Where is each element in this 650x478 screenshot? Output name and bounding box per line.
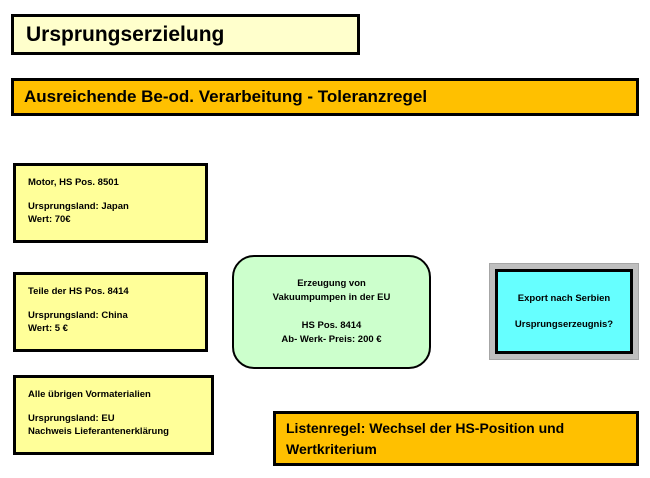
material-box-uebrige-vormaterialien: Alle übrigen Vormaterialien Ursprungslan… — [13, 375, 214, 455]
material-box-motor-line3: Wert: 70€ — [28, 213, 71, 225]
slide-title-text: Ursprungserzielung — [26, 22, 225, 46]
export-box-line1: Export nach Serbien — [517, 292, 611, 304]
export-box-frame: Export nach Serbien Ursprungserzeugnis? — [489, 263, 639, 360]
export-box-line2: Ursprungserzeugnis? — [514, 319, 614, 330]
material-box-motor-line1: Motor, HS Pos. 8501 — [28, 177, 119, 188]
process-box-line2: Vakuumpumpen in der EU — [272, 292, 391, 304]
slide-subtitle-text: Ausreichende Be-od. Verarbeitung - Toler… — [24, 86, 428, 106]
slide-subtitle-bar: Ausreichende Be-od. Verarbeitung - Toler… — [11, 78, 639, 116]
spacer — [28, 299, 205, 310]
process-box-line3: HS Pos. 8414 — [301, 319, 362, 331]
material-box-motor: Motor, HS Pos. 8501 Ursprungsland: Japan… — [13, 163, 208, 243]
material-box-teile-line1: Teile der HS Pos. 8414 — [28, 286, 129, 297]
material-box-teile: Teile der HS Pos. 8414 Ursprungsland: Ch… — [13, 272, 208, 352]
process-box-line1: Erzeugung von — [297, 278, 366, 289]
rule-box-line2: Wertkriterium — [286, 440, 377, 457]
material-box-motor-line2: Ursprungsland: Japan — [28, 200, 129, 212]
slide-title-box: Ursprungserzielung — [11, 14, 360, 55]
spacer — [28, 402, 211, 413]
material-box-teile-line3: Wert: 5 € — [28, 322, 68, 334]
rule-box-line1: Listenregel: Wechsel der HS-Position und — [286, 420, 565, 437]
rule-box-listenregel: Listenregel: Wechsel der HS-Position und… — [273, 411, 639, 466]
material-box-uebrige-line3: Nachweis Lieferantenerklärung — [28, 425, 169, 437]
process-box-erzeugung: Erzeugung von Vakuumpumpen in der EU HS … — [232, 255, 431, 369]
process-box-line4: Ab- Werk- Preis: 200 € — [281, 333, 382, 345]
export-box-serbien: Export nach Serbien Ursprungserzeugnis? — [495, 269, 633, 354]
spacer — [28, 190, 205, 201]
material-box-uebrige-line2: Ursprungsland: EU — [28, 412, 115, 424]
material-box-uebrige-line1: Alle übrigen Vormaterialien — [28, 389, 151, 400]
material-box-teile-line2: Ursprungsland: China — [28, 309, 128, 321]
